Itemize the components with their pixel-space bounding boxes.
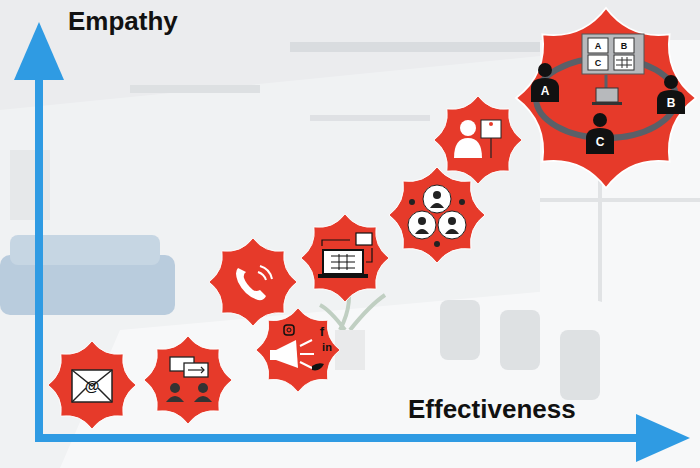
grid-letter: B xyxy=(621,42,628,51)
grid-letter: C xyxy=(595,59,602,68)
social-letter: in xyxy=(322,342,332,353)
participant-letter: A xyxy=(541,85,550,97)
chat-icon xyxy=(166,357,212,402)
grid-letter: A xyxy=(595,42,602,51)
participant-letter: B xyxy=(667,97,676,109)
participant-letter: C xyxy=(596,136,605,148)
social-megaphone-icon xyxy=(270,325,324,370)
axis-title: Empathy xyxy=(68,8,178,34)
group-call-icon xyxy=(408,185,466,247)
laptop-icon xyxy=(318,233,372,278)
axis-title: Effectiveness xyxy=(408,396,576,422)
email-symbol: @ xyxy=(85,378,100,393)
presenter-icon xyxy=(454,120,501,158)
collaboration-icon xyxy=(531,34,685,154)
social-letter: f xyxy=(320,325,324,338)
medium-stars xyxy=(48,8,696,429)
phone-icon xyxy=(236,266,272,300)
email-icon xyxy=(72,370,112,402)
